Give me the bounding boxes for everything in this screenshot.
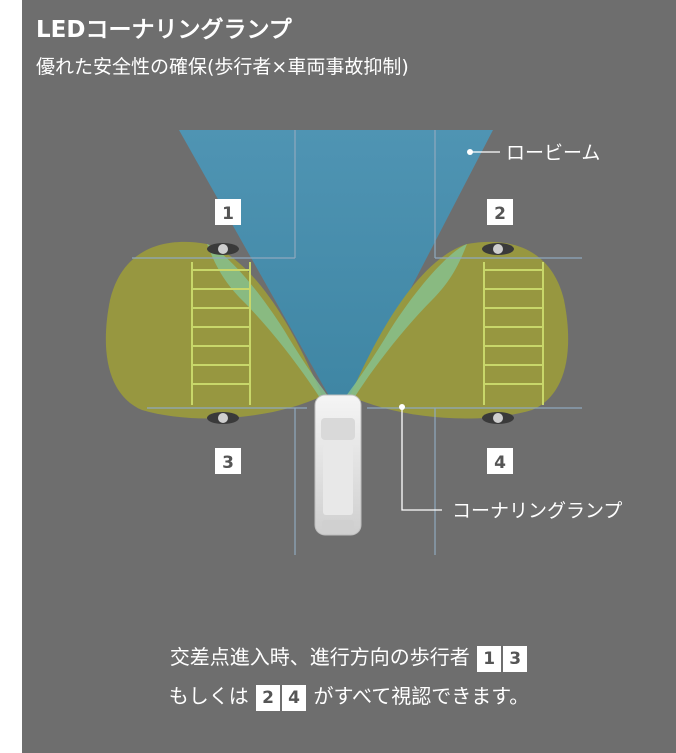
svg-text:3: 3 xyxy=(222,453,234,473)
page-title: LEDコーナリングランプ xyxy=(36,17,292,43)
caption-badge-1: 1 xyxy=(477,645,502,672)
cornering-lamp-diagram: 1 2 3 4 ロービーム コ xyxy=(105,130,622,555)
car-top-view xyxy=(314,394,362,536)
pedestrian-4 xyxy=(482,412,514,424)
low-beam-label: ロービーム xyxy=(506,142,600,164)
pedestrian-1 xyxy=(207,243,239,255)
caption-badge-3: 3 xyxy=(503,645,528,672)
left-overlap-band xyxy=(207,244,328,398)
badge-3: 3 xyxy=(215,448,241,474)
left-cornering-area xyxy=(105,241,322,419)
caption-line-2-prefix: もしくは xyxy=(168,684,249,708)
page-subtitle: 優れた安全性の確保(歩行者×車両事故抑制) xyxy=(36,56,409,78)
caption-badge-4: 4 xyxy=(282,684,307,711)
pedestrian-2 xyxy=(482,243,514,255)
pedestrian-3 xyxy=(207,412,239,424)
svg-text:1: 1 xyxy=(222,204,234,224)
caption-line-1-text: 交差点進入時、進行方向の歩行者 xyxy=(169,645,470,669)
svg-text:4: 4 xyxy=(494,453,506,473)
caption-line-2-suffix: がすべて視認できます。 xyxy=(313,684,530,708)
right-crosswalk xyxy=(483,262,544,405)
feature-panel: 1 2 3 4 ロービーム コ xyxy=(22,0,676,753)
low-beam-callout: ロービーム xyxy=(467,142,600,164)
right-overlap-band xyxy=(346,244,467,398)
caption-badge-2: 2 xyxy=(256,684,281,711)
low-beam-area xyxy=(179,130,493,396)
left-crosswalk xyxy=(191,262,251,405)
badge-1: 1 xyxy=(215,199,241,225)
right-cornering-area xyxy=(350,241,569,419)
badge-4: 4 xyxy=(487,448,513,474)
road-lines xyxy=(132,130,582,555)
svg-text:2: 2 xyxy=(494,204,506,224)
badge-2: 2 xyxy=(487,199,513,225)
cornering-lamp-label: コーナリングランプ xyxy=(452,500,622,522)
cornering-lamp-callout: コーナリングランプ xyxy=(399,404,622,522)
